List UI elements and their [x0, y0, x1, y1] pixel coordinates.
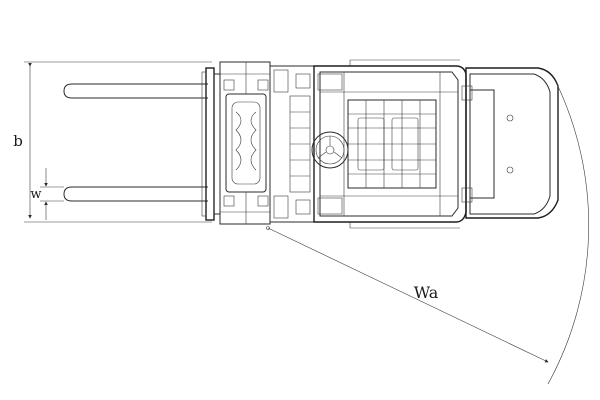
fork-top	[63, 83, 208, 99]
dimension-b: b	[13, 61, 212, 223]
dimension-b-label: b	[13, 132, 23, 150]
dimension-w-label: w	[30, 187, 41, 202]
dimension-w: w	[30, 168, 64, 220]
overhead-guard-grid	[347, 99, 437, 189]
dimension-wa: Wa	[266, 81, 590, 385]
mast-assembly	[219, 61, 271, 225]
side-steps	[317, 59, 460, 229]
dimension-wa-label: Wa	[414, 283, 439, 302]
steering-wheel	[311, 131, 349, 169]
fork-bottom	[63, 186, 208, 202]
front-axle	[269, 65, 315, 223]
fork-carriage	[201, 67, 221, 221]
counterweight	[461, 67, 559, 219]
